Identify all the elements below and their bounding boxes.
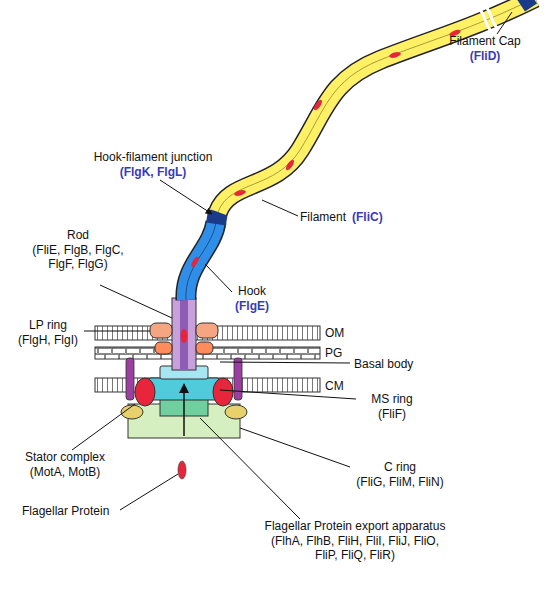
filament-cap bbox=[520, 0, 532, 4]
hook bbox=[186, 222, 216, 300]
flagellar-protein bbox=[178, 461, 186, 479]
part-label: (FliF) bbox=[352, 407, 432, 421]
part-label: (FliE, FlgB, FlgC, FlgF, FlgG) bbox=[22, 243, 134, 271]
part-label: Filament Cap bbox=[440, 34, 530, 48]
part-label: C ring bbox=[345, 460, 455, 474]
part-label: (FlgK, FlgL) bbox=[78, 165, 228, 179]
part-label: (MotA, MotB) bbox=[5, 465, 125, 479]
part-label: (FliC) bbox=[352, 210, 412, 224]
part-label: Filament bbox=[300, 210, 355, 224]
part-label: Rod bbox=[22, 228, 134, 242]
rod bbox=[172, 298, 196, 370]
part-label: (FlhA, FlhB, FliH, FliI, FliJ, FliO, Fli… bbox=[265, 534, 445, 562]
part-label: Basal body bbox=[354, 357, 444, 371]
part-label: (FlgH, FlgI) bbox=[8, 333, 88, 347]
part-label: PG bbox=[325, 346, 355, 360]
part-label: LP ring bbox=[8, 318, 88, 332]
part-label: CM bbox=[325, 379, 355, 393]
leader-line bbox=[72, 12, 512, 519]
part-label: Flagellar Protein bbox=[22, 504, 162, 518]
part-label: OM bbox=[325, 326, 355, 340]
part-label: Hook-filament junction bbox=[78, 150, 228, 164]
hook-filament-junction bbox=[216, 211, 218, 224]
part-label: Stator complex bbox=[5, 450, 125, 464]
lp-ring bbox=[150, 323, 218, 354]
part-label: Flagellar Protein export apparatus bbox=[240, 519, 470, 533]
part-label: Hook bbox=[222, 284, 282, 298]
part-label: (FliG, FliM, FliN) bbox=[345, 475, 455, 489]
filament bbox=[218, 0, 535, 212]
part-label: (FliD) bbox=[440, 49, 530, 63]
part-label: (FlgE) bbox=[222, 299, 282, 313]
export-arrow bbox=[183, 384, 185, 436]
part-label: MS ring bbox=[352, 392, 432, 406]
